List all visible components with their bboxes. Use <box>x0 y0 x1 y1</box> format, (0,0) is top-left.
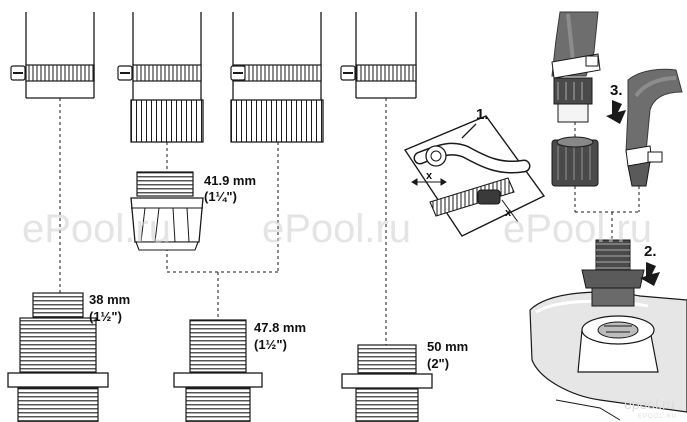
union-nut <box>230 99 324 143</box>
hose-4 <box>340 12 417 99</box>
step-2-label: 2. <box>644 243 657 260</box>
hose-1 <box>10 12 95 99</box>
adapter-419 <box>130 171 204 251</box>
fitting-50 <box>341 344 433 422</box>
measure-x-left: x <box>426 170 433 182</box>
label-50-in: (2") <box>427 356 449 371</box>
label-38-in: (1½") <box>89 309 122 324</box>
label-419-in: (1¼") <box>204 189 237 204</box>
hose-clamp-icon <box>25 64 95 82</box>
step-3-label: 3. <box>610 82 623 99</box>
measure-x-right: x <box>505 207 512 219</box>
watermark-2: ePool.ru <box>262 207 411 251</box>
label-50-mm: 50 mm <box>427 339 468 354</box>
label-419-mm: 41.9 mm <box>204 173 256 188</box>
label-38-mm: 38 mm <box>89 292 130 307</box>
hose-left-photo <box>551 11 601 123</box>
hose-right-photo <box>625 68 683 187</box>
watermark-logo-sub: EPOOL.RU <box>638 414 677 420</box>
pipe-connector-lines <box>574 122 640 240</box>
thread-fitting-icon <box>136 171 194 197</box>
hose-clamp-icon <box>355 64 417 82</box>
union-fitting-photo <box>551 136 599 187</box>
watermark-1: ePool.ru <box>22 207 171 251</box>
gap-measure-icon <box>411 178 519 223</box>
label-478-mm: 47.8 mm <box>254 320 306 335</box>
hose-clamp-icon <box>232 64 322 82</box>
hose-3 <box>230 12 324 143</box>
detail-step-1: x x <box>403 115 546 237</box>
fitting-478 <box>173 319 263 422</box>
arrow-down-icon <box>640 262 660 286</box>
hose-2 <box>117 12 204 143</box>
step-1-label: 1. <box>476 106 489 123</box>
watermark-3: ePool.ru <box>503 207 652 251</box>
hose-clamp-icon <box>132 64 202 82</box>
arrow-down-icon <box>606 100 626 124</box>
label-478-in: (1½") <box>254 337 287 352</box>
screw-icon <box>477 189 501 205</box>
fitting-38 <box>7 292 109 422</box>
watermark-logo: epool.ru <box>624 396 675 412</box>
union-nut <box>130 99 204 143</box>
thread-fitting-photo <box>581 239 645 307</box>
connector-lines <box>59 98 387 345</box>
union-nut <box>553 77 593 105</box>
